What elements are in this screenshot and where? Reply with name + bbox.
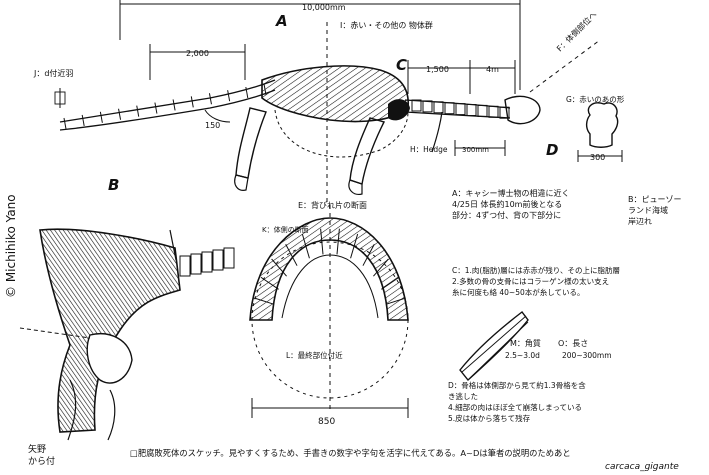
note-d-line-2: き逃した — [448, 392, 478, 401]
arch-rib — [285, 244, 298, 266]
vertebra-segment — [190, 253, 202, 275]
main-carcass-sketch — [54, 0, 601, 205]
note-c-line-1: C：1.肉(脂肪)層には赤赤が残り、その上に脂肪層 — [452, 266, 620, 275]
vertebra-segment — [245, 87, 249, 99]
dim-right-span-2: 4m — [486, 65, 499, 74]
vertebra-segment — [201, 251, 213, 273]
note-b: B：ピューゾー ランド海域 岸辺れ — [628, 194, 706, 227]
vertebra-segment — [81, 114, 85, 126]
panel-d-sketch — [577, 102, 623, 162]
note-a-line-3: 部分：4ずつ付、背の下部分に — [452, 211, 562, 220]
note-b-line-1: B：ピューゾー — [628, 195, 682, 204]
note-a-line-2: 4/25日 体長約10m前後となる — [452, 200, 563, 209]
callout-l: L：最終部位付近 — [286, 350, 343, 360]
vertebra-segment — [455, 103, 466, 116]
dim-o-val: 200~300mm — [562, 351, 612, 360]
tail-vertebrae — [63, 83, 267, 130]
vertebra-segment — [466, 104, 477, 116]
vertebra-segment — [190, 96, 194, 108]
right-vertebrae — [411, 99, 510, 119]
vertebra-segment — [422, 100, 433, 113]
vertebra-segment — [212, 249, 224, 271]
callout-j: J：d付近羽 — [33, 68, 73, 78]
arch-rib — [362, 244, 375, 266]
note-b-line-2: ランド海域 — [628, 206, 668, 215]
arch-rib — [254, 297, 274, 305]
vertebra-segment — [488, 105, 499, 118]
note-a-line-1: A：キャシー博士物の相違に近く — [452, 189, 570, 198]
callout-f: F：体側部位へ — [554, 9, 598, 53]
dim-m-n: 2.5~3.0d — [505, 351, 540, 360]
dim-total-length: 10,000mm — [302, 3, 346, 12]
panel-e-sketch — [249, 205, 409, 418]
vertebra-segment — [499, 106, 510, 119]
panel-letter-d: D — [546, 141, 558, 159]
copyright-text: © Michihiko Yano — [4, 194, 18, 298]
arch-rib — [381, 276, 400, 290]
arch-rib — [320, 228, 324, 255]
vertebra-segment — [433, 101, 444, 114]
watermark: carcaca_gigante — [605, 462, 679, 472]
callout-h: H：Hedge — [410, 145, 448, 154]
arch-rib — [386, 297, 406, 305]
note-b-line-3: 岸辺れ — [628, 217, 652, 226]
note-d-line-3: 4.細部の肉はほぼ全て崩落しまっている — [448, 403, 582, 412]
note-c-line-3: 糸に何度も絡 40~50本が糸している。 — [452, 288, 585, 297]
note-c-line-2: 2.多数の骨の支骨にはコラーゲン様の太い支え — [452, 277, 610, 286]
panel-letter-a: A — [275, 12, 288, 30]
callout-e: E：背びれ片の断面 — [298, 200, 367, 210]
callout-m: M：角質 — [510, 338, 541, 348]
dim-d-width: 300 — [590, 153, 605, 162]
arch-ribs — [252, 228, 408, 321]
arch-rib — [373, 258, 389, 277]
note-d-line-4: 5.皮は体から落ちて残存 — [448, 414, 531, 423]
vertebra-segment — [136, 105, 140, 117]
author-mark: 矢野 から付 — [28, 445, 56, 467]
vertebra-segment — [63, 117, 67, 130]
callout-i: I：赤い・その他の 物体群 — [340, 20, 433, 30]
dim-left-span: 2,000 — [186, 49, 209, 58]
dim-bottom-span: 300mm — [462, 146, 489, 154]
callout-o: O：長さ — [558, 339, 588, 348]
callout-k: K：体側の断面 — [262, 225, 309, 234]
panel-letter-b: B — [108, 176, 119, 194]
panel-mn-sketch — [459, 311, 529, 382]
note-c: C：1.肉(脂肪)層には赤赤が残り、その上に脂肪層 2.多数の骨の支骨にはコラー… — [452, 265, 702, 298]
panel-letter-c: C — [396, 56, 407, 74]
note-a: A：キャシー博士物の相違に近く 4/25日 体長約10m前後となる 部分：4ずつ… — [452, 188, 612, 221]
copyright-mark: © Michihiko Yano — [2, 60, 20, 300]
panel-b-vertebrae — [179, 247, 235, 277]
vertebra-segment — [227, 90, 231, 102]
vertebra-segment — [444, 102, 455, 115]
arch-rib — [271, 258, 287, 277]
vertebra-segment — [99, 111, 103, 123]
arch-rib — [350, 233, 359, 259]
vertebra-segment — [179, 255, 191, 277]
footer-caption: □肥腐敗死体のスケッチ。見やすくするため、手書きの数字や字句を活字に代えてある。… — [130, 448, 571, 458]
dim-e-width: 850 — [318, 417, 335, 427]
dim-right-span: 1,500 — [426, 65, 449, 74]
arch-rib — [301, 233, 310, 259]
arch-rib — [336, 228, 340, 255]
note-d-line-1: D：骨格は体側部から見て約1.3骨格を含 — [448, 381, 586, 390]
vertebra-segment — [118, 108, 122, 120]
vertebra-segment — [208, 93, 212, 105]
vertebra-segment — [154, 102, 158, 114]
vertebra-segment — [477, 104, 488, 117]
note-d: D：骨格は体側部から見て約1.3骨格を含 き逃した 4.細部の肉はほぼ全て崩落し… — [448, 380, 703, 424]
dim-arc: 150 — [205, 121, 220, 130]
panel-b-sketch — [19, 228, 235, 441]
vertebra-segment — [223, 247, 235, 269]
callout-g: G：赤いのあの形 — [566, 95, 625, 104]
vertebra-segment — [411, 99, 422, 112]
vertebra-segment — [172, 99, 176, 111]
